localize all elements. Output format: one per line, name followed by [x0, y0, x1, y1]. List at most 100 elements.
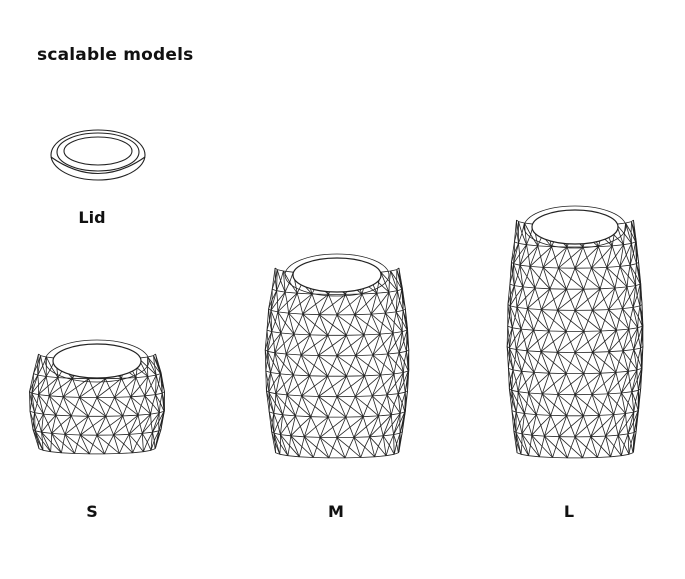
- facet-edge: [336, 396, 351, 408]
- facet-edge: [391, 424, 394, 435]
- facet-edge: [137, 415, 141, 425]
- facet-edge: [364, 375, 369, 386]
- facet-edge: [508, 388, 513, 411]
- facet-edge: [290, 426, 301, 437]
- facet-edge: [622, 286, 628, 309]
- facet-edge: [135, 367, 138, 378]
- facet-edge: [388, 434, 394, 446]
- facet-edge: [318, 396, 333, 408]
- facet-edge: [528, 245, 539, 256]
- facet-edge: [96, 387, 110, 398]
- facet-edge: [539, 393, 543, 405]
- facet-edge: [570, 426, 576, 438]
- facet-edge: [365, 292, 378, 305]
- facet-edge: [43, 404, 48, 415]
- facet-edge: [386, 383, 396, 396]
- facet-edge: [403, 351, 407, 362]
- facet-edge: [130, 377, 137, 397]
- facet-edge: [548, 362, 554, 374]
- facet-edge: [153, 430, 160, 441]
- facet-edge: [521, 433, 532, 436]
- facet-edge: [528, 382, 539, 394]
- facet-edge: [574, 257, 588, 269]
- facet-edge: [521, 370, 535, 373]
- facet-edge: [332, 314, 338, 326]
- facet-edge: [397, 393, 401, 414]
- facet-edge: [519, 265, 524, 287]
- facet-edge: [159, 410, 165, 414]
- facet-edge: [519, 255, 529, 266]
- facet-edge: [590, 436, 602, 448]
- facet-edge: [565, 331, 571, 343]
- facet-edge: [37, 374, 47, 377]
- facet-edge: [268, 411, 272, 432]
- facet-edge: [350, 355, 356, 366]
- facet-edge: [629, 285, 637, 298]
- facet-edge: [378, 282, 390, 293]
- facet-edge: [319, 416, 329, 438]
- facet-edge: [314, 334, 329, 346]
- facet-edge: [622, 339, 632, 352]
- facet-edge: [47, 414, 57, 424]
- facet-edge: [122, 414, 139, 417]
- facet-edge: [524, 339, 528, 351]
- facet-edge: [350, 365, 365, 377]
- facet-edge: [615, 413, 626, 426]
- facet-edge: [380, 272, 390, 293]
- facet-edge: [290, 435, 300, 457]
- facet-edge: [42, 441, 44, 451]
- facet-edge: [140, 405, 151, 415]
- facet-edge: [613, 445, 622, 456]
- facet-edge: [570, 246, 584, 258]
- facet-edge: [615, 372, 619, 383]
- facet-edge: [318, 335, 329, 356]
- facet-edge: [614, 277, 618, 289]
- facet-edge: [379, 332, 394, 335]
- facet-edge: [603, 287, 616, 300]
- facet-edge: [623, 444, 630, 455]
- facet-edge: [628, 318, 631, 330]
- facet-edge: [355, 396, 368, 407]
- facet-edge: [636, 380, 639, 391]
- facet-edge: [507, 326, 510, 338]
- facet-edge: [276, 269, 281, 281]
- facet-edge: [315, 294, 329, 305]
- facet-edge: [520, 453, 529, 457]
- facet-edge: [526, 276, 536, 289]
- facet-edge: [590, 425, 603, 437]
- facet-edge: [354, 375, 365, 397]
- facet-edge: [614, 286, 628, 289]
- facet-edge: [517, 371, 523, 392]
- facet-edge: [517, 391, 528, 404]
- facet-edge: [280, 322, 286, 334]
- facet-edge: [60, 387, 64, 397]
- facet-edge: [632, 285, 637, 308]
- facet-edge: [627, 433, 632, 444]
- facet-edge: [517, 401, 525, 414]
- facet-edge: [318, 355, 333, 367]
- facet-edge: [511, 410, 515, 431]
- facet-edge: [533, 319, 539, 331]
- facet-edge: [526, 244, 529, 256]
- facet-edge: [540, 351, 554, 364]
- facet-edge: [160, 372, 165, 392]
- facet-edge: [608, 308, 623, 310]
- facet-edge: [274, 321, 282, 334]
- facet-edge: [541, 436, 545, 447]
- facet-edge: [619, 244, 624, 267]
- facet-edge: [566, 415, 572, 427]
- facet-edge: [528, 392, 543, 395]
- facet-edge: [524, 318, 535, 331]
- facet-edge: [156, 373, 161, 376]
- facet-edge: [280, 280, 286, 293]
- facet-edge: [610, 445, 615, 457]
- facet-edge: [354, 303, 367, 315]
- facet-edge: [519, 264, 528, 277]
- facet-edge: [114, 397, 127, 407]
- facet-edge: [150, 423, 153, 433]
- facet-edge: [87, 416, 94, 426]
- facet-edge: [385, 312, 394, 334]
- facet-edge: [537, 340, 542, 352]
- facet-edge: [122, 406, 127, 417]
- facet-edge: [401, 320, 408, 331]
